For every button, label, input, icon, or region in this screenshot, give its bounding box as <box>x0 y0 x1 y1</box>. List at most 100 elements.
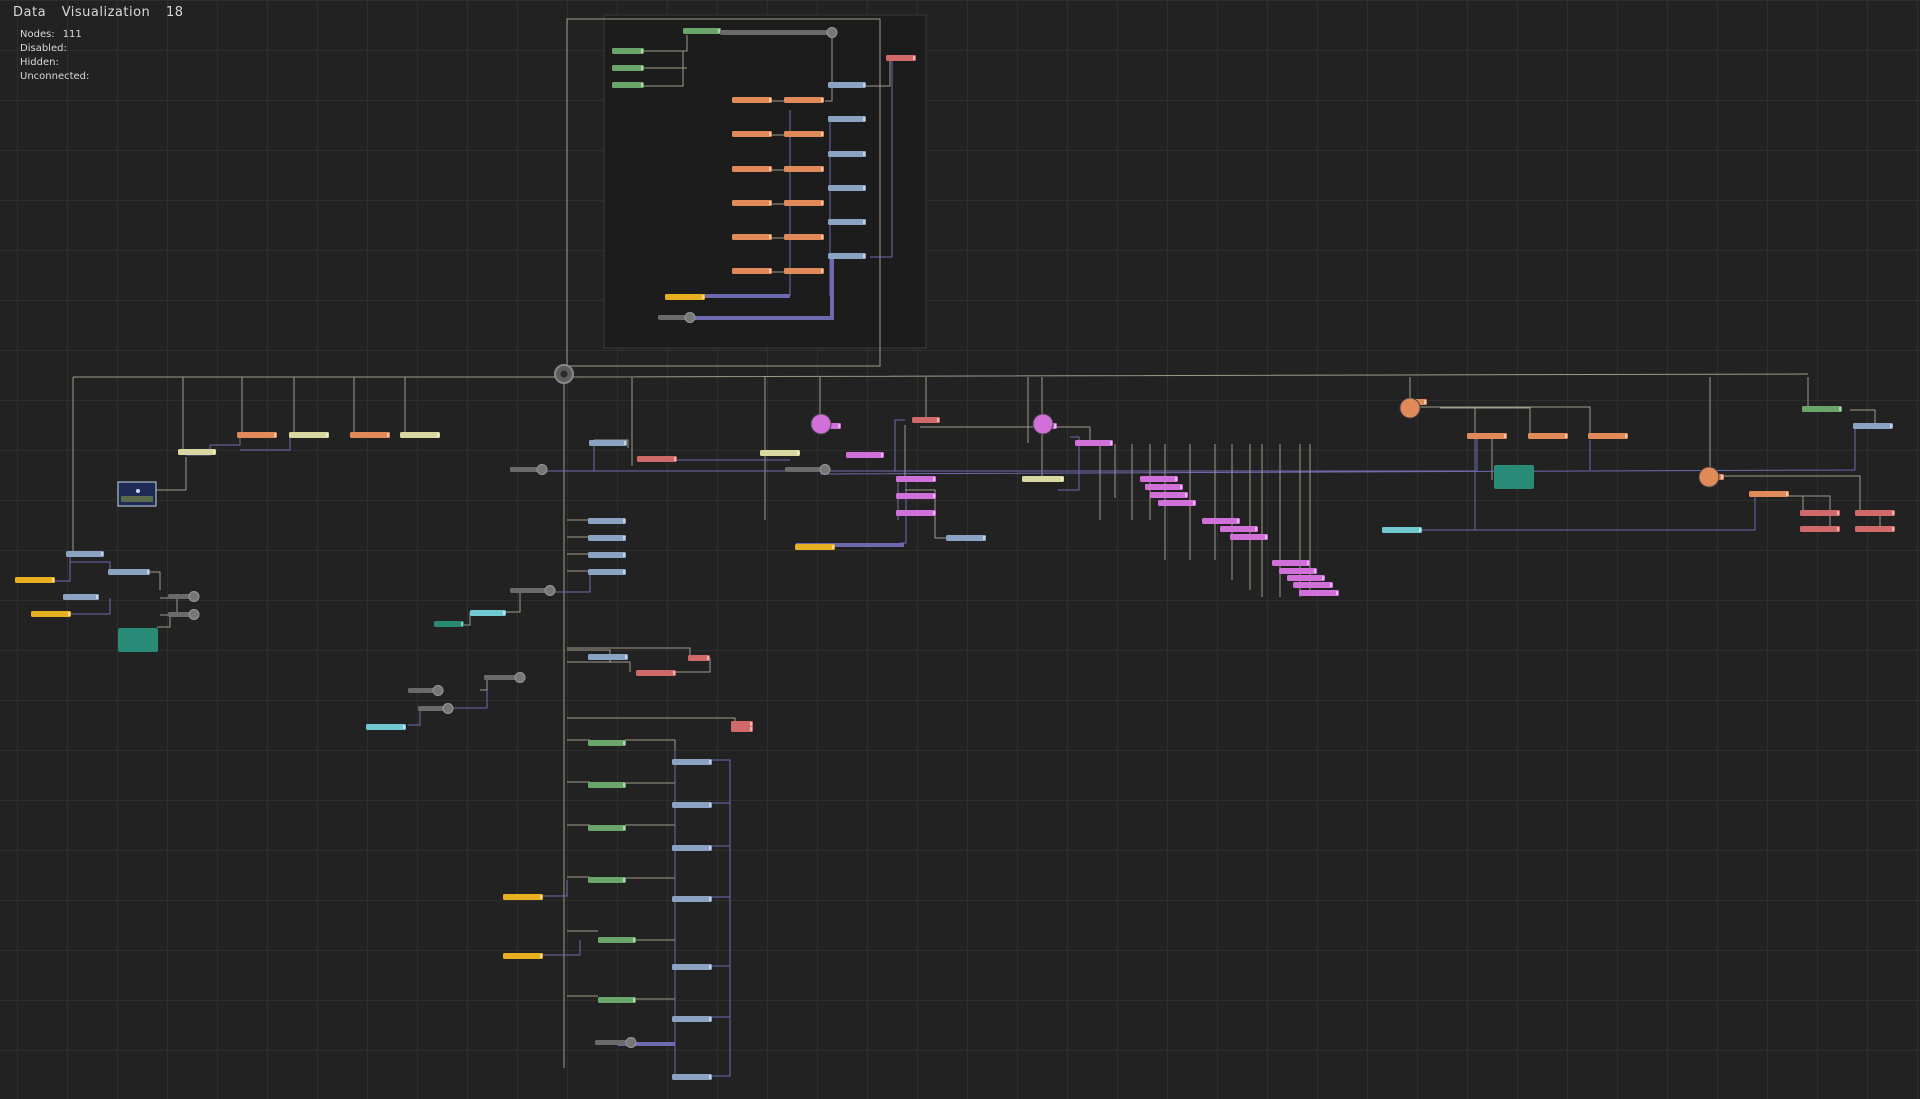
graph-node[interactable] <box>612 82 644 88</box>
graph-node[interactable] <box>784 268 824 274</box>
graph-node[interactable] <box>118 628 158 652</box>
graph-node[interactable] <box>588 535 626 541</box>
graph-node[interactable] <box>510 585 556 596</box>
graph-node[interactable] <box>732 97 772 103</box>
graph-node[interactable] <box>637 456 677 462</box>
graph-node[interactable] <box>636 670 676 676</box>
graph-node[interactable] <box>588 825 626 831</box>
graph-node[interactable] <box>31 611 71 617</box>
graph-node[interactable] <box>912 417 940 423</box>
graph-node[interactable] <box>588 518 626 524</box>
graph-node[interactable] <box>366 724 406 730</box>
graph-node[interactable] <box>1272 560 1310 566</box>
graph-node[interactable] <box>828 116 866 122</box>
graph-node[interactable] <box>784 97 824 103</box>
graph-node[interactable] <box>896 493 936 499</box>
graph-node[interactable] <box>1494 465 1534 489</box>
graph-node[interactable] <box>828 185 866 191</box>
graph-node[interactable] <box>683 28 721 34</box>
graph-node[interactable] <box>168 609 200 620</box>
graph-node[interactable] <box>720 27 838 38</box>
graph-node[interactable] <box>731 726 753 732</box>
graph-node[interactable] <box>1075 440 1113 446</box>
graph-node[interactable] <box>732 234 772 240</box>
graph-node[interactable] <box>63 594 99 600</box>
graph-node[interactable] <box>896 510 936 516</box>
graph-node[interactable] <box>732 268 772 274</box>
graph-node[interactable] <box>672 1016 712 1022</box>
graph-node[interactable] <box>1150 492 1188 498</box>
graph-node[interactable] <box>484 672 526 683</box>
graph-node[interactable] <box>434 621 464 627</box>
graph-node[interactable] <box>672 896 712 902</box>
graph-node[interactable] <box>1382 527 1422 533</box>
graph-node[interactable] <box>588 552 626 558</box>
graph-node[interactable] <box>1158 500 1196 506</box>
graph-node[interactable] <box>784 200 824 206</box>
graph-node[interactable] <box>784 234 824 240</box>
graph-node[interactable] <box>588 740 626 746</box>
graph-node[interactable] <box>732 131 772 137</box>
graph-node[interactable] <box>598 937 636 943</box>
graph-node[interactable] <box>1230 534 1268 540</box>
graph-node[interactable] <box>846 452 884 458</box>
graph-node[interactable] <box>400 432 440 438</box>
graph-node[interactable] <box>408 685 444 696</box>
graph-node[interactable] <box>1588 433 1628 439</box>
graph-node[interactable] <box>828 253 866 259</box>
graph-node[interactable] <box>1293 582 1333 588</box>
graph-node[interactable] <box>1467 433 1507 439</box>
graph-node[interactable] <box>784 166 824 172</box>
graph-node[interactable] <box>237 432 277 438</box>
graph-node[interactable] <box>588 877 626 883</box>
graph-node[interactable] <box>350 432 390 438</box>
graph-node[interactable] <box>510 464 548 475</box>
graph-node[interactable] <box>1220 526 1258 532</box>
graph-node[interactable] <box>178 449 216 455</box>
operator-circle-node[interactable] <box>1032 413 1054 435</box>
group-box[interactable] <box>603 14 927 349</box>
graph-node[interactable] <box>828 82 866 88</box>
graph-node[interactable] <box>1749 491 1789 497</box>
graph-node[interactable] <box>503 953 543 959</box>
graph-node[interactable] <box>612 48 644 54</box>
graph-node[interactable] <box>1855 510 1895 516</box>
graph-node[interactable] <box>732 166 772 172</box>
graph-node[interactable] <box>672 964 712 970</box>
graph-node[interactable] <box>672 1074 712 1080</box>
graph-node[interactable] <box>503 894 543 900</box>
graph-node[interactable] <box>785 464 831 475</box>
graph-node[interactable] <box>732 200 772 206</box>
graph-node[interactable] <box>418 703 454 714</box>
graph-node[interactable] <box>589 440 627 446</box>
graph-node[interactable] <box>612 65 644 71</box>
graph-node[interactable] <box>588 782 626 788</box>
graph-node[interactable] <box>1140 476 1178 482</box>
graph-node[interactable] <box>795 544 835 550</box>
graph-node[interactable] <box>1022 476 1064 482</box>
graph-node[interactable] <box>595 1037 637 1048</box>
graph-node[interactable] <box>688 655 710 661</box>
graph-node[interactable] <box>168 591 200 602</box>
hub-node[interactable] <box>554 364 574 384</box>
operator-circle-node[interactable] <box>1399 397 1421 419</box>
graph-node[interactable] <box>828 219 866 225</box>
graph-node[interactable] <box>886 55 916 61</box>
graph-node[interactable] <box>1279 568 1317 574</box>
graph-node[interactable] <box>1853 423 1893 429</box>
graph-node[interactable] <box>588 569 626 575</box>
graph-node[interactable] <box>672 759 712 765</box>
graph-node[interactable] <box>1528 433 1568 439</box>
graph-node[interactable] <box>760 450 800 456</box>
graph-node[interactable] <box>672 845 712 851</box>
graph-node[interactable] <box>828 151 866 157</box>
graph-node[interactable] <box>470 610 506 616</box>
graph-node[interactable] <box>1145 484 1183 490</box>
graph-node[interactable] <box>665 294 705 300</box>
graph-node[interactable] <box>784 131 824 137</box>
operator-circle-node[interactable] <box>1698 466 1720 488</box>
graph-node[interactable] <box>896 476 936 482</box>
graph-node[interactable] <box>598 997 636 1003</box>
graph-node[interactable] <box>289 432 329 438</box>
